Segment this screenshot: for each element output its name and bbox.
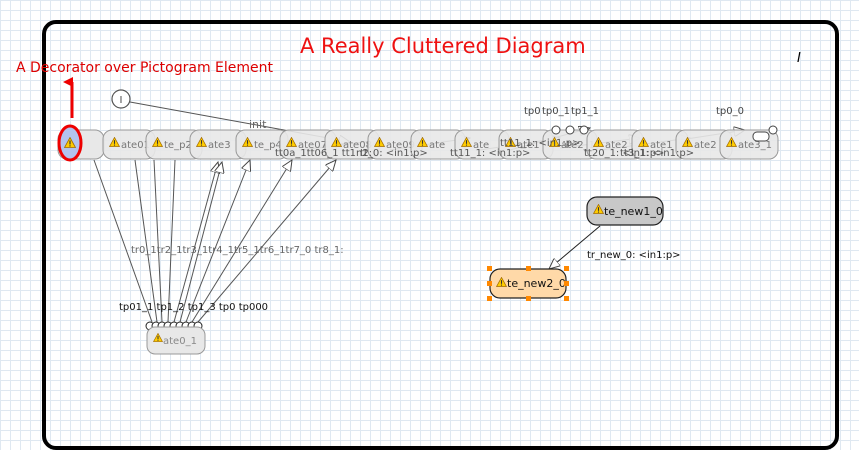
row-label-6: tt3_1: <in1:p> — [620, 148, 694, 159]
composite-marker-icon — [752, 131, 770, 142]
state-new-1[interactable] — [586, 196, 664, 226]
state-node-label: ate09 — [386, 140, 415, 151]
state-bottom[interactable] — [146, 326, 206, 355]
state-node-label: ate3_1 — [738, 140, 772, 151]
port-label-tp1-1: tp1_1 — [571, 106, 599, 117]
state-node-label: ate — [473, 140, 489, 151]
new-transition-label: tr_new_0: <in1:p> — [587, 250, 681, 261]
state-new-2-label: te_new2_0 — [507, 277, 566, 290]
exit-point-icons[interactable] — [551, 125, 778, 135]
state-node-label: ate1 — [517, 140, 540, 151]
state-node-label: te_p4 — [254, 140, 282, 151]
state-node-label: ate1 — [650, 140, 673, 151]
decorator-label: A Decorator over Pictogram Element — [16, 60, 273, 76]
row-label-2: tt_0: <in1:p> — [360, 148, 428, 159]
state-node-label: ate01 — [121, 140, 150, 151]
row-label-3: tt11_1: <in1:p> — [450, 148, 530, 159]
state-node-label: te_p2 — [164, 140, 192, 151]
selection-handles[interactable] — [487, 266, 569, 301]
state-new-1-label: te_new1_0 — [604, 205, 663, 218]
init-label: init — [249, 118, 267, 131]
state-bottom-label: ate0_1 — [163, 336, 197, 347]
row-label-5: tt20_1: <in1:p> — [584, 148, 664, 159]
state-row: ate01 te_p2 ate3 te_p4 ate07 ate08 ate09 ate ate… — [57, 129, 779, 160]
initial-pseudostate-icon[interactable] — [111, 89, 131, 109]
state-node-label: ate2 — [694, 140, 717, 151]
port-label-tp0-1: tp0_1 — [542, 106, 570, 117]
text-cursor-icon: I — [797, 51, 801, 66]
lower-transition-label: tr0_1tr2_1tr3_1tr4_1tr5_1tr6_1tr7_0 tr8_… — [131, 245, 344, 256]
port-label-tp0-0: tp0_0 — [716, 106, 744, 117]
state-node-label: ate — [429, 140, 445, 151]
bottom-port-labels: tp01_1 tp1_2 tp1_3 tp0 tp000 — [119, 302, 268, 313]
diagram-title: A Really Cluttered Diagram — [300, 34, 586, 58]
state-node-label: ate2 — [605, 140, 628, 151]
state-node-label: ate3 — [208, 140, 231, 151]
state-node-label: ate07 — [298, 140, 327, 151]
state-node-label: ate2_1 — [561, 140, 595, 151]
row-label-1: tt0a_1tt06_1 tt1n2: — [275, 148, 372, 159]
fan-transitions — [93, 160, 336, 323]
svg-text:I: I — [120, 95, 123, 106]
new-transition — [549, 225, 601, 269]
port-label-tp0: tp0 — [524, 106, 541, 117]
state-node-label: ate08 — [343, 140, 372, 151]
row-label-4: tt11_1: <in1:p> — [500, 138, 580, 149]
